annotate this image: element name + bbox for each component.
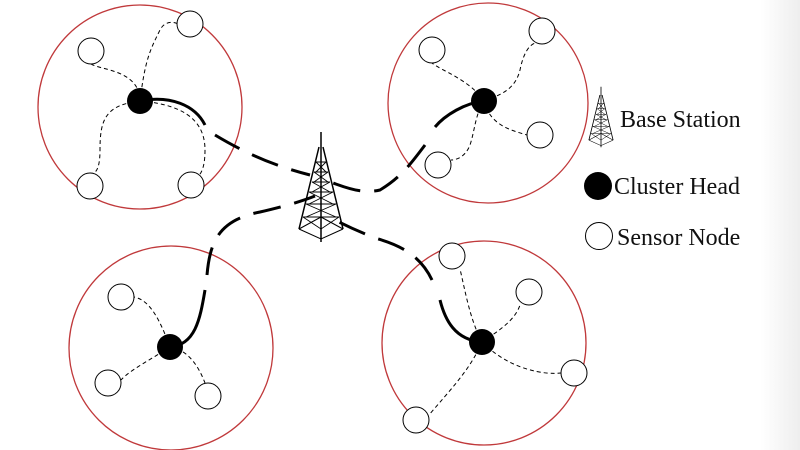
legend-sensor-node-icon <box>585 222 613 250</box>
sensor-node <box>528 17 556 45</box>
sensor-node <box>194 382 222 410</box>
legend: Base Station Cluster Head Sensor Node <box>584 86 741 251</box>
cluster-boundary-top-left <box>37 4 243 210</box>
sensor-node <box>418 36 446 64</box>
background-edge <box>760 0 800 450</box>
sensor-node <box>76 172 104 200</box>
sensor-links <box>89 21 562 416</box>
cluster-boundary-top-right <box>387 2 589 204</box>
sensor-node <box>177 171 205 199</box>
base-station-tower-icon <box>298 131 344 243</box>
sensor-node <box>424 151 452 179</box>
cluster-head-top-right <box>471 88 497 114</box>
cluster-head-top-left <box>127 88 153 114</box>
legend-base-station-label: Base Station <box>620 107 741 133</box>
sensor-node <box>94 369 122 397</box>
sensor-node <box>515 278 543 306</box>
cluster-head-bottom-right <box>469 329 495 355</box>
sensor-node <box>77 37 105 65</box>
sensor-node <box>526 121 554 149</box>
sensor-node <box>107 283 135 311</box>
legend-tower-icon <box>588 86 614 148</box>
legend-cluster-head-icon <box>584 172 612 200</box>
sensor-node <box>438 242 466 270</box>
legend-sensor-node-label: Sensor Node <box>617 225 740 251</box>
sensor-node <box>176 10 204 38</box>
cluster-boundary-bottom-left <box>68 245 274 450</box>
sensor-node <box>560 359 588 387</box>
legend-cluster-head-label: Cluster Head <box>614 174 740 200</box>
sensor-node <box>402 406 430 434</box>
cluster-boundary-bottom-right <box>381 240 587 446</box>
cluster-head-bottom-left <box>157 334 183 360</box>
